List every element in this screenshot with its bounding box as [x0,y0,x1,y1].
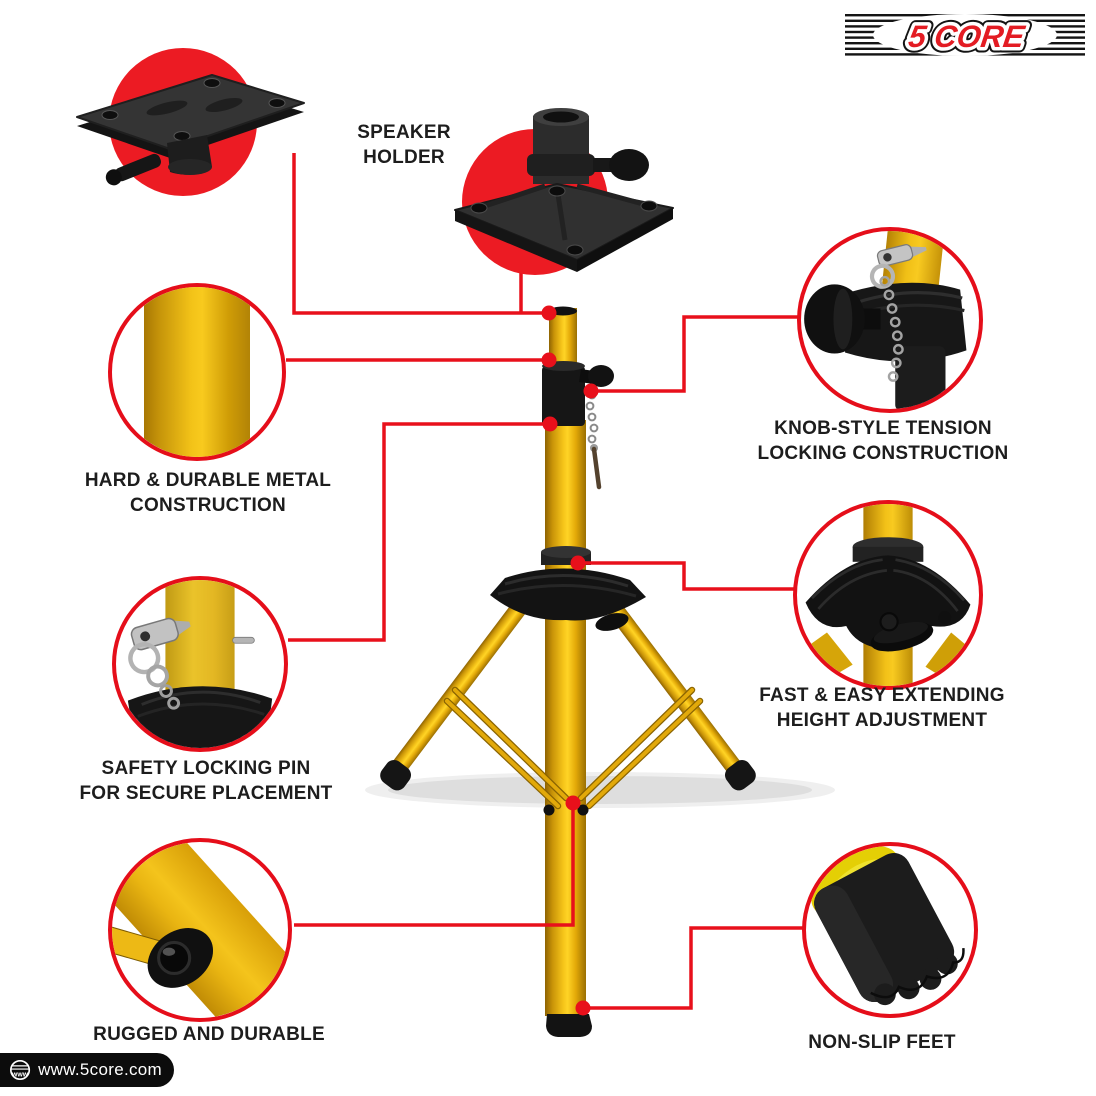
safety-pin-line [288,422,549,642]
tripod-hub-photo [793,500,983,690]
website-pill: www www.5core.com [0,1053,174,1087]
label-line: SPEAKER [357,122,451,143]
label-line: FOR SECURE PLACEMENT [79,783,333,805]
logo-text-halo: 5 CORE [906,19,1027,54]
svg-text:www: www [11,1071,29,1078]
knob-tension-line [591,315,799,393]
speaker-holder-top-photo [76,74,305,186]
rivet-bolt [157,940,192,976]
label-line: HEIGHT ADJUSTMENT [776,710,988,732]
five-core-logo: 5 CORE 5 CORE 5 CORE [845,14,1085,59]
tension-knob [588,365,614,387]
holder-knob [609,149,649,181]
rubber-foot-body [814,853,965,1006]
label-line: LOCKING CONSTRUCTION [757,443,1009,465]
tripod-legs [380,594,756,791]
locking-pin-photo [112,576,288,752]
label-line: HARD & DURABLE METAL [84,470,332,491]
label-line: SAFETY LOCKING PIN [101,758,311,779]
rubber-foot-photo [802,842,978,1018]
hub-wing-bolt [595,613,629,631]
leg-foot [380,759,412,791]
thumb-screw [105,153,161,186]
hanging-chain [879,275,904,382]
label-line: KNOB-STYLE TENSION [774,418,992,439]
safety-pin [591,446,602,490]
label-line: FAST & EASY EXTENDING [759,685,1005,706]
non-slip-line [583,926,804,1010]
leg-braces [443,686,704,816]
tension-knob-photo [797,227,983,413]
speaker-holder-line [292,153,547,315]
logo-text-outline: 5 CORE [906,19,1027,54]
tripod-hub [490,546,646,631]
rugged-label: RUGGED AND DURABLE [59,1022,359,1047]
safety-chain [585,390,599,444]
label-line: HOLDER [363,147,445,169]
speaker-holder-bottom-photo [454,108,674,272]
website-url: www.5core.com [38,1060,162,1079]
knob-tension-label: KNOB-STYLE TENSION LOCKING CONSTRUCTION [733,416,1033,467]
non-slip-label: NON-SLIP FEET [732,1030,1032,1055]
speaker-holder-label: SPEAKER HOLDER [334,120,474,171]
globe-www-icon: www [10,1059,31,1081]
label-line: CONSTRUCTION [129,495,287,517]
label-line: RUGGED AND DURABLE [93,1024,325,1045]
leg-foot [724,759,756,791]
height-adjust-line [578,561,795,591]
floor-shadow [365,772,835,808]
locking-pin-hardware [128,617,191,710]
callout-lines [286,153,804,1010]
pole-bottom-foot [546,1014,592,1037]
metal-pole-photo [108,283,286,461]
label-line: NON-SLIP FEET [808,1032,956,1053]
height-adjust-label: FAST & EASY EXTENDING HEIGHT ADJUSTMENT [732,683,1032,734]
leg-joint-photo [108,838,292,1022]
callout-anchor-dots [541,305,599,1016]
hard-metal-label: HARD & DURABLE METAL CONSTRUCTION [58,468,358,519]
safety-pin-label: SAFETY LOCKING PIN FOR SECURE PLACEMENT [56,756,356,807]
logo-text: 5 CORE [906,19,1027,54]
rugged-line [294,803,575,927]
